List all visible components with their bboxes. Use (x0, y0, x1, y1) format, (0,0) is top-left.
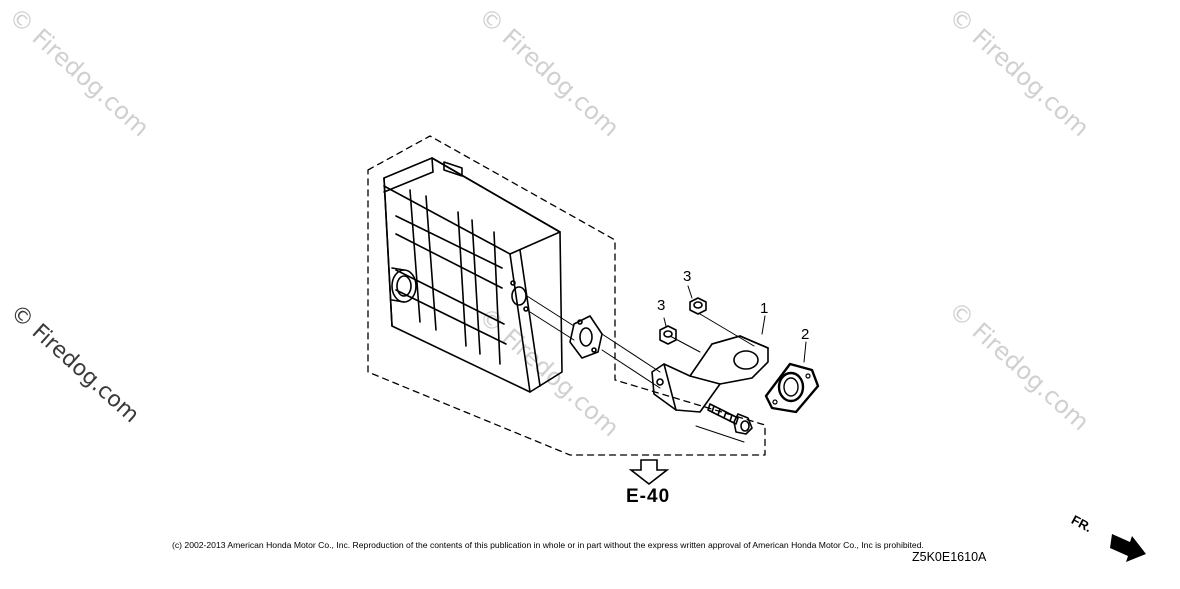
front-direction-arrow-icon (1110, 534, 1146, 562)
diagram-code: Z5K0E1610A (912, 550, 987, 564)
reference-label: E-40 (626, 486, 671, 507)
exhaust-gasket (764, 362, 820, 414)
muffler-assembly-outline (367, 135, 766, 456)
nut-upper (689, 297, 707, 315)
exhaust-pipe (651, 335, 769, 413)
reference-down-arrow-icon (628, 459, 670, 486)
flange-bolt (707, 403, 753, 435)
callout-part-3-upper: 3 (683, 268, 692, 285)
muffler-body (383, 157, 563, 393)
callout-part-1: 1 (760, 300, 769, 317)
muffler-gasket (569, 315, 603, 359)
callout-part-2: 2 (801, 326, 810, 343)
callout-part-3-lower: 3 (657, 297, 666, 314)
copyright-notice: (c) 2002-2013 American Honda Motor Co., … (172, 540, 924, 550)
nut-lower (659, 325, 677, 345)
